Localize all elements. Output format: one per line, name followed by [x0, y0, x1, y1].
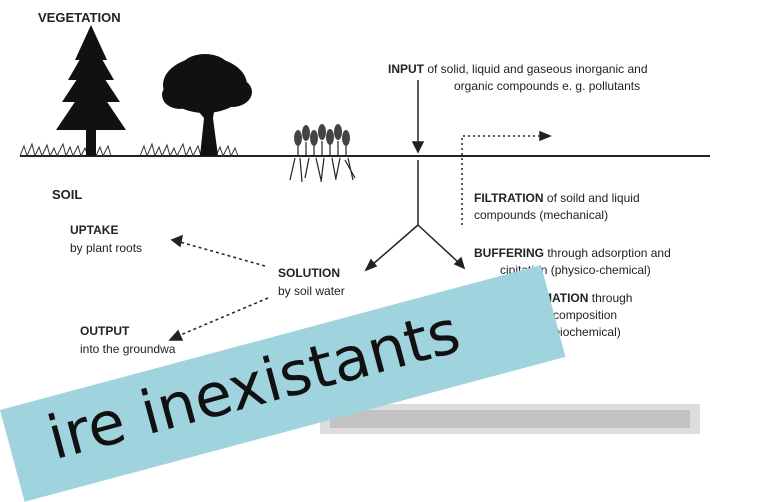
- input-text: INPUT of solid, liquid and gaseous inorg…: [388, 61, 648, 78]
- buffering-line-1: through adsorption and: [547, 246, 671, 260]
- input-arrow: [411, 80, 425, 154]
- soil-label: SOIL: [52, 187, 83, 202]
- filtration-title: FILTRATION: [474, 191, 544, 205]
- input-line-1: of solid, liquid and gaseous inorganic a…: [427, 62, 648, 76]
- output-title: OUTPUT: [80, 324, 130, 338]
- uptake-title: UPTAKE: [70, 223, 119, 237]
- filtration-text: FILTRATION of soild and liquid: [474, 190, 640, 207]
- groundwater-texture: [320, 404, 700, 434]
- output-text: into the groundwa: [80, 342, 176, 356]
- deciduous-tree-icon: [162, 54, 252, 156]
- filtration-line-1: of soild and liquid: [546, 191, 640, 205]
- solution-title: SOLUTION: [278, 266, 340, 280]
- buffering-text: BUFFERING through adsorption and: [474, 245, 671, 262]
- input-title: INPUT: [388, 62, 424, 76]
- output-arrow: [168, 297, 269, 341]
- uptake-arrow: [170, 234, 266, 267]
- buffering-title: BUFFERING: [474, 246, 544, 260]
- conifer-tree-icon: [56, 25, 126, 156]
- split-arrows: [364, 160, 466, 272]
- dotted-filtration-arrow: [461, 130, 553, 225]
- input-line-2: organic compounds e. g. pollutants: [454, 79, 641, 93]
- soil-functions-diagram: [19, 25, 710, 434]
- vegetation-label: VEGETATION: [38, 10, 121, 25]
- filtration-line-2: compounds (mechanical): [474, 208, 609, 222]
- uptake-text: by plant roots: [70, 241, 143, 255]
- crop-plants-icon: [289, 124, 356, 183]
- solution-text: by soil water: [278, 284, 345, 298]
- transformation-line-1: through: [591, 291, 633, 305]
